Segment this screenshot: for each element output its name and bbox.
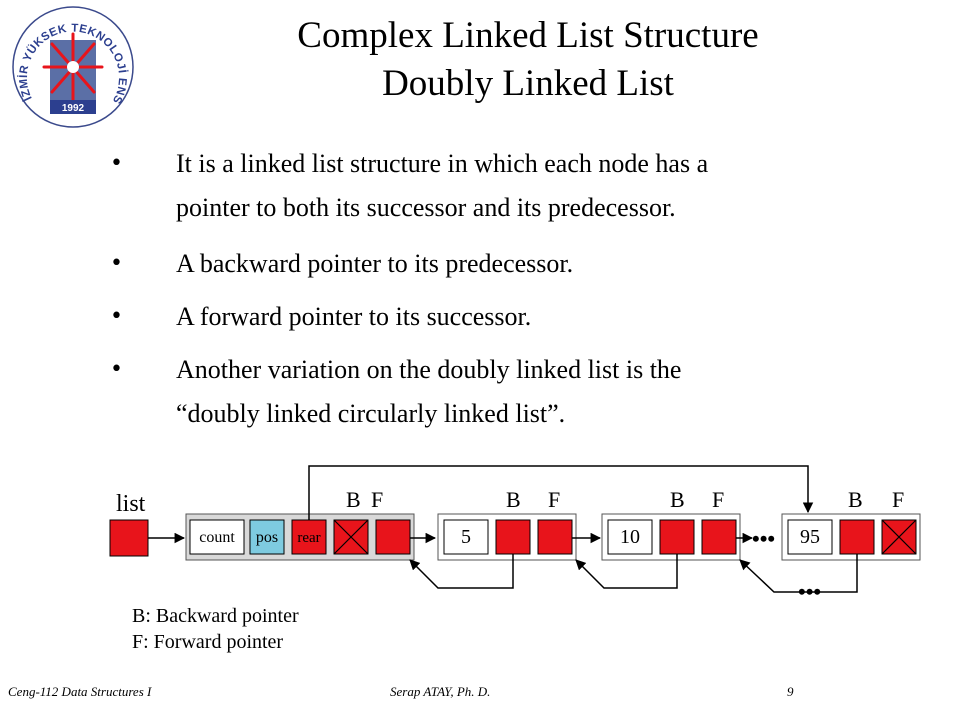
pos-field [249,519,285,555]
bullet-text-line: “doubly linked circularly linked list”. [176,399,566,428]
bullet-text-line: A backward pointer to its predecessor. [176,249,574,278]
list-label: list [116,491,146,517]
node-value: 10 [620,526,640,548]
bullet-symbol: • [110,251,123,276]
node-backward-pointer [839,519,875,555]
null-cross-icon [881,519,917,555]
head-b-label: B [346,487,361,512]
ellipsis-backward: ••• [798,579,821,604]
head-f-label: F [371,487,383,512]
node-b-label: B [506,487,521,512]
node-forward-pointer [701,519,737,555]
rear-pointer-arrow [308,465,814,520]
node-backward-pointer [495,519,531,555]
bullet-symbol: • [110,357,123,382]
bullet-symbol: • [110,151,123,176]
node-value: 95 [800,526,820,548]
node-b-label: B [848,487,863,512]
head-forward-pointer [375,519,411,555]
footer-author: Serap ATAY, Ph. D. [390,684,491,699]
node-backward-pointer [659,519,695,555]
slide-title-line1: Complex Linked List Structure [297,15,759,56]
node-value: 5 [461,526,471,548]
backward-arrow [409,554,514,589]
count-field [189,519,245,555]
legend-backward: B: Backward pointer [132,605,299,627]
node-b-label: B [670,487,685,512]
bullet-symbol: • [110,304,123,329]
node-data-field [607,519,653,555]
slide-title-line2: Doubly Linked List [382,63,674,104]
node-f-label: F [548,487,560,512]
node-forward-pointer [537,519,573,555]
null-cross-icon [333,519,369,555]
count-label: count [199,529,235,546]
logo-year: 1992 [62,103,85,114]
backward-arrow [739,554,858,593]
node-f-label: F [712,487,724,512]
institute-logo: İZMİR YÜKSEK TEKNOLOJİ ENSTİTÜSÜ 1992 [10,4,134,128]
doubly-linked-list-diagram: list count pos rear B F 5 B F 10 B F •••… [109,465,921,653]
node-f-label: F [892,487,904,512]
page-number: 9 [787,684,794,699]
ellipsis-forward: ••• [752,526,775,551]
legend-forward: F: Forward pointer [132,631,283,653]
bullet-text-line: A forward pointer to its successor. [176,302,532,331]
pos-label: pos [256,529,278,546]
footer-course: Ceng-112 Data Structures I [8,684,152,699]
bullet-text-line: Another variation on the doubly linked l… [176,355,682,384]
rear-field [291,519,327,555]
node-data-field [443,519,489,555]
bullet-text-line: It is a linked list structure in which e… [176,149,709,178]
node-data-field [787,519,833,555]
list-pointer-box [109,519,149,557]
bullet-text-line: pointer to both its successor and its pr… [176,193,676,222]
rear-label: rear [297,530,320,546]
backward-arrow [575,554,678,589]
